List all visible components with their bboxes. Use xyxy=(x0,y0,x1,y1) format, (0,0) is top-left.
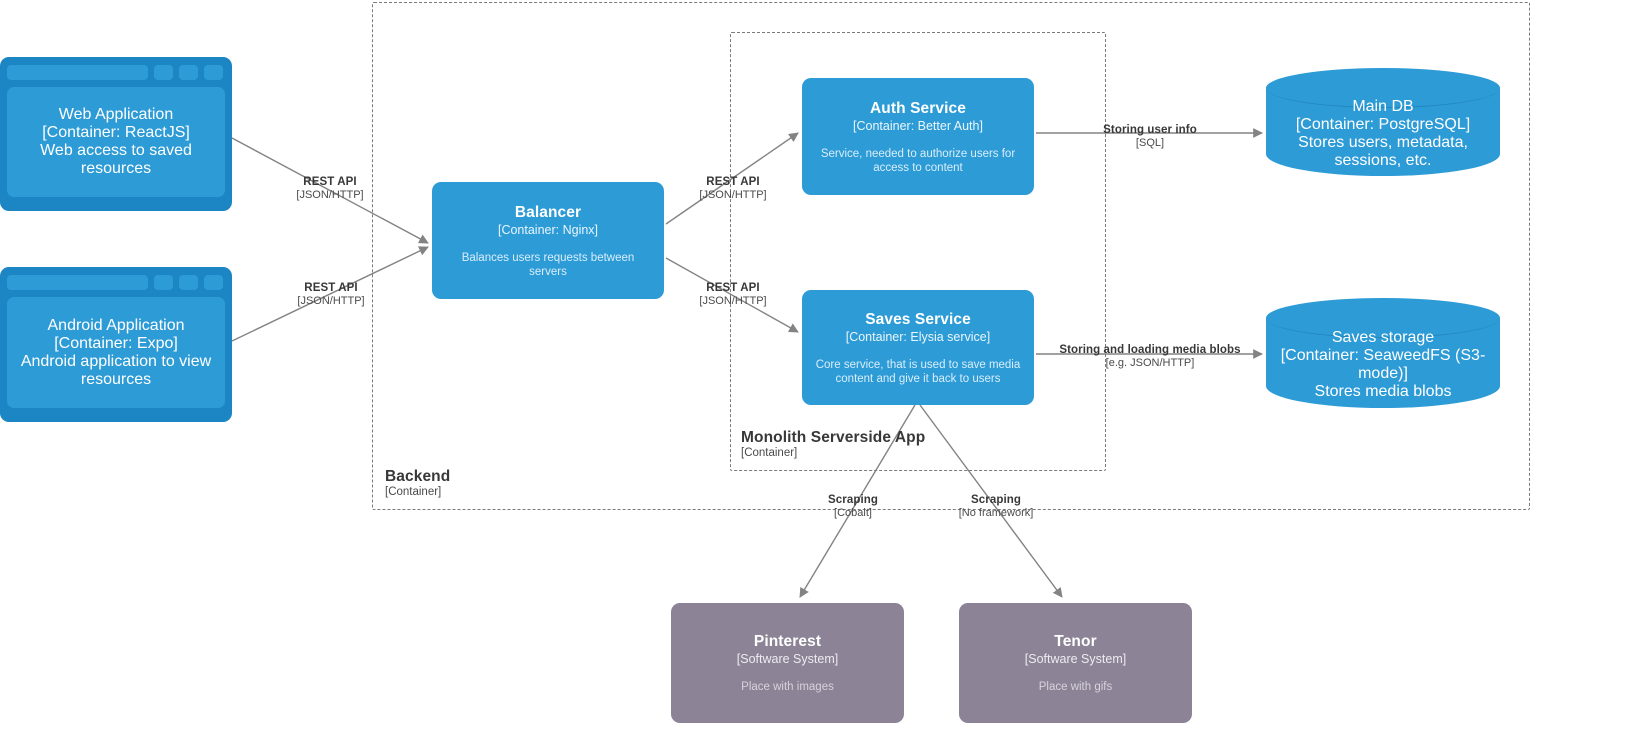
node-web-application[interactable]: Web Application [Container: ReactJS] Web… xyxy=(0,57,232,211)
edge-label-saves-to-pinterest-tech: [Cobalt] xyxy=(834,507,872,519)
node-tenor-tech: [Software System] xyxy=(1024,652,1127,666)
edge-label-web-to-balancer-tech: [JSON/HTTP] xyxy=(296,189,364,201)
browser-control-3-icon xyxy=(204,275,223,290)
browser-chrome-bar xyxy=(7,64,225,81)
browser-control-3-icon xyxy=(204,65,223,80)
node-balancer[interactable]: Balancer [Container: Nginx] Balances use… xyxy=(432,182,664,299)
edge-label-android-to-balancer-title: REST API xyxy=(304,282,358,294)
node-main-db-description: Stores users, metadata, sessions, etc. xyxy=(1298,134,1468,169)
node-saves-storage-title: Saves storage xyxy=(1331,329,1435,346)
edge-label-saves-to-tenor-tech: [No framework] xyxy=(958,507,1034,519)
browser-control-1-icon xyxy=(154,65,173,80)
browser-chrome-bar xyxy=(7,274,225,291)
edge-label-auth-to-main-db-tech: [SQL] xyxy=(1135,137,1165,149)
database-icon xyxy=(1266,68,1500,108)
edge-label-android-to-balancer: REST API [JSON/HTTP] xyxy=(297,282,364,308)
node-tenor-title: Tenor xyxy=(1054,633,1097,650)
node-main-db[interactable]: Main DB [Container: PostgreSQL] Stores u… xyxy=(1266,68,1500,176)
database-icon xyxy=(1266,298,1500,338)
node-web-application-title: Web Application xyxy=(58,106,174,123)
node-saves-service-description: Core service, that is used to save media… xyxy=(815,358,1021,385)
node-auth-service[interactable]: Auth Service [Container: Better Auth] Se… xyxy=(802,78,1034,195)
node-pinterest-title: Pinterest xyxy=(753,633,822,650)
node-pinterest-tech: [Software System] xyxy=(736,652,839,666)
boundary-backend-tech: [Container] xyxy=(385,486,442,498)
node-saves-service-title: Saves Service xyxy=(865,310,971,328)
node-main-db-tech: [Container: PostgreSQL] xyxy=(1295,116,1471,133)
boundary-monolith-tech: [Container] xyxy=(741,447,798,459)
node-balancer-tech: [Container: Nginx] xyxy=(497,222,599,237)
node-main-db-text: Main DB [Container: PostgreSQL] Stores u… xyxy=(1266,98,1500,170)
edge-label-saves-to-tenor-title: Scraping xyxy=(970,494,1022,506)
node-saves-storage[interactable]: Saves storage [Container: SeaweedFS (S3-… xyxy=(1266,298,1500,408)
node-saves-storage-tech: [Container: SeaweedFS (S3-mode)] xyxy=(1280,347,1486,382)
node-web-application-description: Web access to saved resources xyxy=(40,142,192,177)
node-saves-storage-description: Stores media blobs xyxy=(1314,383,1452,400)
browser-url-bar xyxy=(7,275,148,290)
node-balancer-description: Balances users requests between servers xyxy=(461,251,635,278)
node-saves-service-tech: [Container: Elysia service] xyxy=(845,329,991,344)
node-android-application[interactable]: Android Application [Container: Expo] An… xyxy=(0,267,232,422)
boundary-backend-label: Backend [Container] xyxy=(385,468,450,499)
boundary-backend-title: Backend xyxy=(385,468,451,485)
browser-control-2-icon xyxy=(179,65,198,80)
node-android-application-title: Android Application xyxy=(47,316,185,334)
edge-label-saves-to-tenor: Scraping [No framework] xyxy=(959,494,1034,520)
node-pinterest[interactable]: Pinterest [Software System] Place with i… xyxy=(671,603,904,723)
node-auth-service-title: Auth Service xyxy=(870,99,966,117)
node-balancer-title: Balancer xyxy=(514,203,582,221)
edge-label-balancer-to-auth: REST API [JSON/HTTP] xyxy=(699,176,766,202)
boundary-monolith-label: Monolith Serverside App [Container] xyxy=(741,429,925,460)
edge-label-saves-to-storage-tech: [e.g. JSON/HTTP] xyxy=(1105,357,1195,369)
node-main-db-title: Main DB xyxy=(1352,98,1414,115)
node-auth-service-tech: [Container: Better Auth] xyxy=(853,118,983,133)
edge-label-saves-to-pinterest: Scraping [Cobalt] xyxy=(828,494,878,520)
edge-label-web-to-balancer-title: REST API xyxy=(303,176,357,188)
node-saves-service[interactable]: Saves Service [Container: Elysia service… xyxy=(802,290,1034,405)
edge-label-auth-to-main-db-title: Storing user info xyxy=(1103,124,1197,136)
edge-label-balancer-to-auth-title: REST API xyxy=(706,176,760,188)
edge-label-web-to-balancer: REST API [JSON/HTTP] xyxy=(296,176,363,202)
edge-label-saves-to-storage: Storing and loading media blobs [e.g. JS… xyxy=(1059,344,1240,370)
node-tenor-description: Place with gifs xyxy=(1038,681,1113,693)
edge-label-saves-to-storage-title: Storing and loading media blobs xyxy=(1059,344,1241,356)
browser-control-2-icon xyxy=(179,275,198,290)
edge-label-balancer-to-saves-tech: [JSON/HTTP] xyxy=(699,295,767,307)
node-auth-service-description: Service, needed to authorize users for a… xyxy=(820,147,1016,174)
edge-label-saves-to-pinterest-title: Scraping xyxy=(827,494,879,506)
node-tenor[interactable]: Tenor [Software System] Place with gifs xyxy=(959,603,1192,723)
browser-control-1-icon xyxy=(154,275,173,290)
boundary-monolith xyxy=(730,32,1106,471)
node-android-application-body: Android Application [Container: Expo] An… xyxy=(7,297,225,408)
node-web-application-tech: [Container: ReactJS] xyxy=(42,124,190,141)
node-web-application-body: Web Application [Container: ReactJS] Web… xyxy=(7,87,225,197)
edge-label-balancer-to-saves-title: REST API xyxy=(706,282,760,294)
browser-url-bar xyxy=(7,65,148,80)
boundary-backend xyxy=(372,2,1530,510)
node-pinterest-description: Place with images xyxy=(741,681,834,693)
node-android-application-tech: [Container: Expo] xyxy=(54,334,178,352)
edge-label-balancer-to-auth-tech: [JSON/HTTP] xyxy=(699,189,767,201)
node-saves-storage-text: Saves storage [Container: SeaweedFS (S3-… xyxy=(1266,328,1500,402)
boundary-monolith-title: Monolith Serverside App xyxy=(741,429,926,446)
edge-label-auth-to-main-db: Storing user info [SQL] xyxy=(1103,124,1197,150)
edge-label-balancer-to-saves: REST API [JSON/HTTP] xyxy=(699,282,766,308)
node-android-application-description: Android application to view resources xyxy=(20,352,212,388)
edge-label-android-to-balancer-tech: [JSON/HTTP] xyxy=(297,295,365,307)
